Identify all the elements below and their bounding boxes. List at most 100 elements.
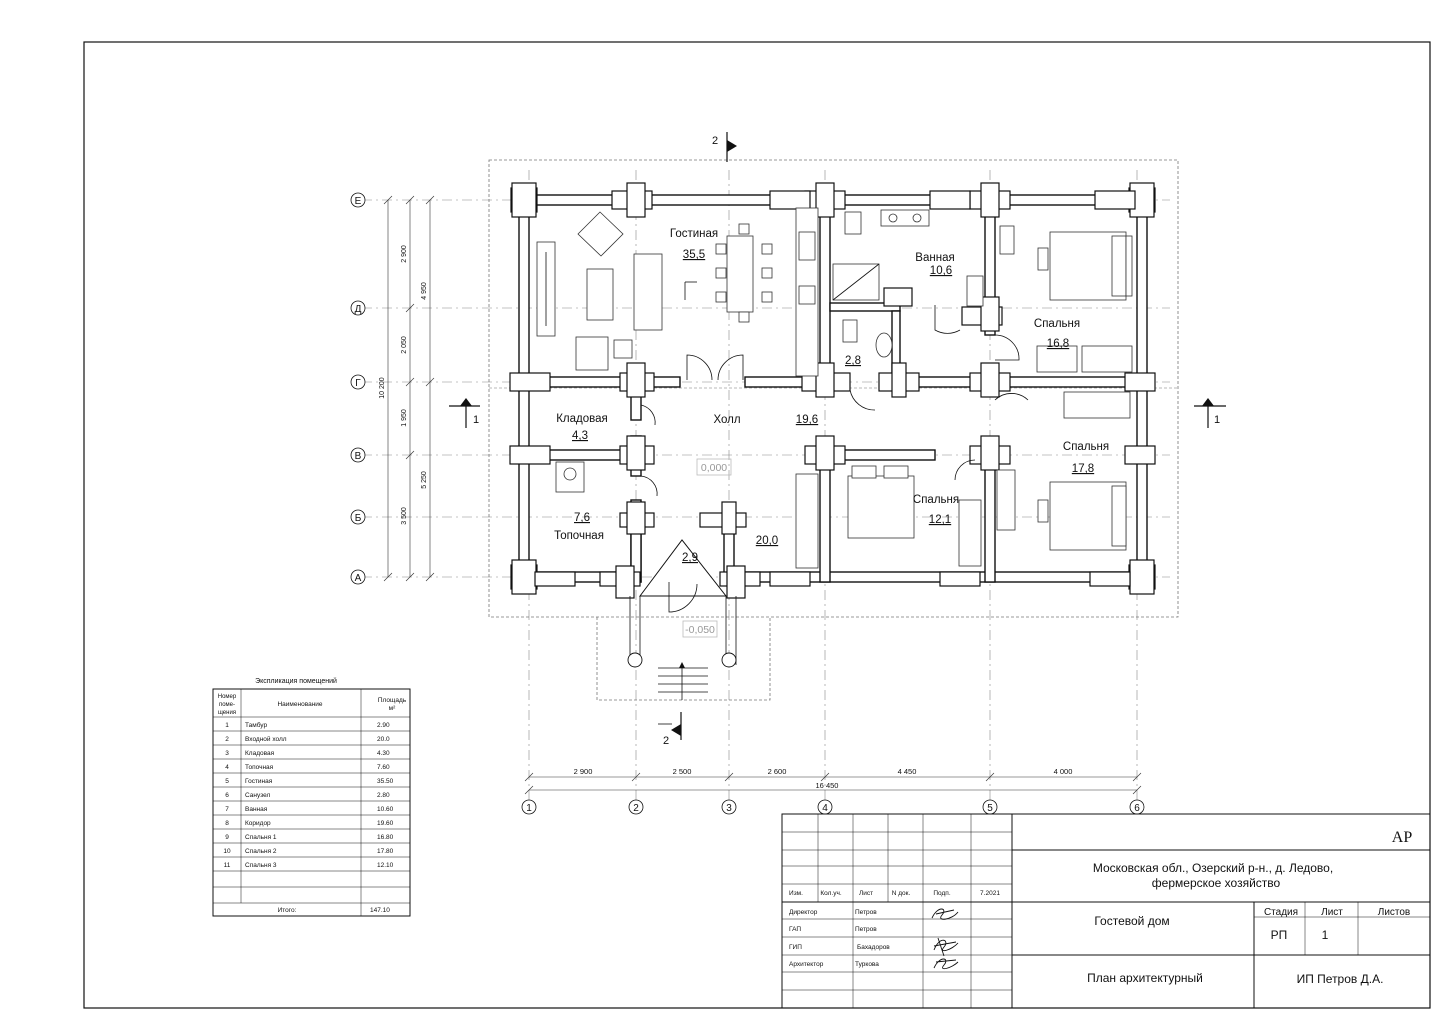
room-area: 12,1: [929, 514, 951, 526]
explication-header: Наименование: [277, 701, 322, 708]
row-axis-marker: В: [350, 447, 366, 463]
axis-label: В: [355, 451, 362, 462]
room-area: 19,6: [796, 414, 818, 426]
dimension-label: 2 050: [401, 336, 408, 354]
room-number: 6: [225, 792, 229, 799]
title-col-header: N док.: [892, 890, 911, 897]
dimension-label: 2 500: [673, 767, 692, 776]
explication-title: Экспликация помещений: [255, 677, 337, 685]
dimension-label: 2 600: [768, 767, 787, 776]
room-name: Входной холл: [245, 735, 287, 743]
sheet-label: Лист: [1321, 907, 1343, 918]
room-name: Кладовая: [245, 750, 275, 757]
sheet-name: План архитектурный: [1087, 971, 1203, 985]
dimension-label: 3 500: [401, 507, 408, 525]
room-name: Спальня 1: [245, 834, 277, 841]
axis-label: 6: [1134, 803, 1140, 814]
room-area: 2,9: [682, 552, 698, 564]
title-person: Петров: [855, 909, 877, 916]
project-code: АР: [1392, 829, 1413, 846]
row-axis-markers: Е Д Г В Б А: [350, 192, 366, 585]
axis-label: 5: [987, 803, 993, 814]
room-number: 11: [224, 862, 231, 869]
signatures: [931, 908, 959, 970]
room-area: 7.60: [377, 764, 390, 771]
axis-label: Б: [355, 513, 362, 524]
room-area: 10.60: [377, 806, 394, 813]
dimension-label: 4 950: [421, 282, 428, 300]
col-axis-marker: 2: [628, 799, 644, 815]
col-axis-marker: 4: [817, 799, 833, 815]
room-name: Ванная: [915, 252, 954, 264]
room-name: Спальня: [913, 494, 959, 506]
room-number: 2: [225, 736, 229, 743]
room-name: Спальня 3: [245, 862, 277, 869]
room-name: Спальня: [1063, 441, 1109, 453]
title-role: ГАП: [789, 926, 801, 933]
axis-label: 4: [822, 803, 828, 814]
axis-label: Е: [355, 196, 362, 207]
room-name: Гостиная: [670, 228, 718, 240]
room-number: 7: [225, 806, 229, 813]
address-line: фермерское хозяйство: [1152, 876, 1281, 890]
row-axis-marker: Б: [350, 509, 366, 525]
sheet-value: 1: [1322, 928, 1329, 942]
row-axis-marker: А: [350, 569, 366, 585]
room-area: 17,8: [1072, 463, 1094, 475]
row-axis-marker: Г: [350, 374, 366, 390]
room-name: Ванная: [245, 806, 268, 813]
room-area: 19.60: [377, 820, 394, 827]
room-area: 2,8: [845, 355, 861, 367]
title-role: Архитектор: [789, 961, 824, 968]
room-name: Кладовая: [556, 413, 608, 425]
room-name: Топочная: [554, 530, 604, 542]
room-area: 16.80: [377, 834, 394, 841]
walls: [509, 182, 1156, 700]
room-area: 35.50: [377, 778, 394, 785]
sheet-frame: [83, 41, 1431, 1009]
title-col-header: Кол.уч.: [820, 890, 841, 897]
stage-value: РП: [1271, 928, 1288, 942]
col-axis-marker: 5: [982, 799, 998, 815]
section-label: 1: [1214, 414, 1220, 426]
address-line: Московская обл., Озерский р-н., д. Ледов…: [1093, 861, 1333, 875]
room-area: 10,6: [930, 265, 952, 277]
object-name: Гостевой дом: [1094, 914, 1169, 928]
furniture: [536, 207, 1133, 638]
explication-total-value: 147.10: [370, 907, 390, 914]
title-col-header: Лист: [859, 890, 873, 897]
section-marks: 2 2 1 1: [449, 132, 1226, 747]
room-number: 10: [223, 848, 231, 855]
room-name: Топочная: [245, 764, 274, 771]
room-name: Холл: [713, 414, 740, 426]
dimension-label: 2 900: [574, 767, 593, 776]
room-area: 2.80: [377, 792, 390, 799]
dimension-label: 4 000: [1054, 767, 1073, 776]
company-name: ИП Петров Д.А.: [1297, 972, 1384, 986]
title-role: ГИП: [789, 944, 802, 951]
room-number: 5: [225, 778, 229, 785]
room-area: 4.30: [377, 750, 390, 757]
room-number: 1: [225, 722, 229, 729]
col-axis-marker: 6: [1129, 799, 1145, 815]
room-area: 35,5: [683, 249, 705, 261]
room-name: Спальня: [1034, 318, 1080, 330]
dimension-label: 4 450: [898, 767, 917, 776]
section-label: 2: [663, 735, 669, 747]
title-person: Туркова: [855, 961, 879, 968]
title-col-header: 7.2021: [980, 890, 1000, 897]
section-label: 2: [712, 135, 718, 147]
room-labels: Гостиная 35,5 Ванная 10,6 2,8 Спальня 16…: [554, 228, 1109, 636]
col-axis-marker: 3: [721, 799, 737, 815]
title-col-header: Подп.: [933, 890, 950, 897]
explication-total-label: Итого:: [278, 907, 297, 914]
